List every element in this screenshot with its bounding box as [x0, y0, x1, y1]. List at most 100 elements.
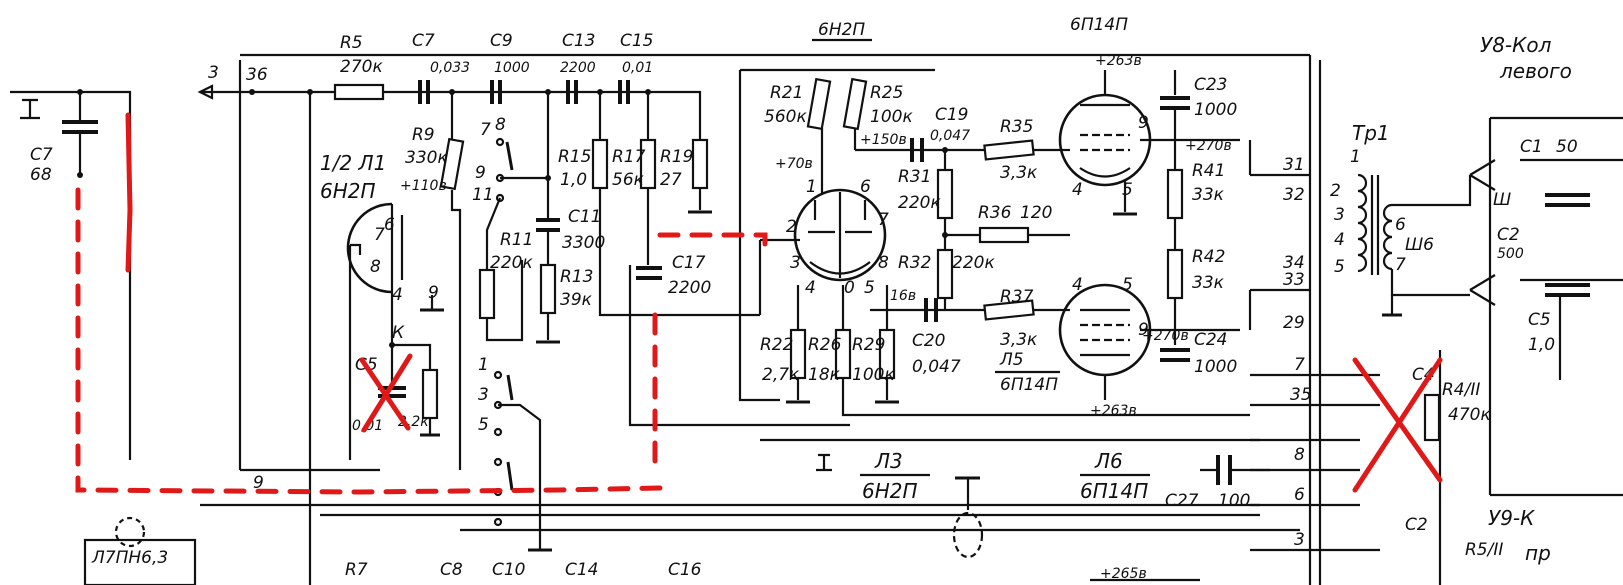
r32-resistor — [936, 248, 954, 300]
terminal-9: 9 — [253, 473, 264, 493]
r13-label: R13 — [560, 267, 593, 287]
tr1-pin5: 5 — [1334, 257, 1345, 277]
c27-label: C27 — [1165, 491, 1199, 511]
r9-voltage: +110в — [400, 178, 447, 194]
r21-value: 560к — [764, 107, 807, 127]
l6-label: Л6 — [1094, 449, 1123, 473]
r36-resistor — [978, 226, 1030, 244]
r6-resistor — [421, 368, 439, 420]
r19-value: 27 — [660, 170, 682, 190]
r9-label: R9 — [412, 125, 435, 145]
tr1-pin7: 7 — [1395, 255, 1406, 275]
r21-resistor — [806, 77, 832, 131]
r35-label: R35 — [1000, 117, 1033, 137]
l1-pin-k: К — [392, 323, 405, 343]
v-16: 16в — [890, 288, 916, 304]
tr1-label: Тр1 — [1352, 121, 1390, 145]
bottom-labels: Л7ПН6,3 R7 C8 C10 C14 C16 9 — [83, 468, 702, 585]
output-tubes: 6П14П +263в 4 5 9 Л5 6П14П 4 5 9 +263в C… — [995, 15, 1240, 419]
r35-value: 3,3к — [1000, 163, 1038, 183]
tr1-pin3: 3 — [1334, 205, 1345, 225]
speaker-connector-block: У8-Кол левого C1 50 Ш C2 500 C5 1,0 C4 R… — [1405, 33, 1623, 585]
c17-label: C17 — [672, 253, 706, 273]
r42-value: 33к — [1192, 273, 1225, 293]
l3-label: Л3 — [874, 449, 903, 473]
r36-label: R36 — [978, 203, 1012, 223]
v-263a: +263в — [1095, 53, 1142, 69]
terminal-34: 34 — [1283, 253, 1305, 273]
y9-sub-label: пр — [1525, 541, 1551, 565]
r4-resistor — [1423, 393, 1441, 442]
terminal-3b: 3 — [1294, 530, 1305, 550]
l1-stage: R9 330к +110в 1/2 Л1 6Н2П 6 7 8 4 9 К 2,… — [238, 53, 1310, 585]
c1-value: 50 — [1556, 137, 1578, 157]
l1-pin4: 4 — [392, 285, 403, 305]
r21-label: R21 — [770, 83, 803, 103]
c2r-label: C2 — [1405, 515, 1428, 535]
r13-resistor — [539, 263, 557, 315]
sw-pin3: 3 — [478, 385, 489, 405]
r26-value: 18к — [808, 365, 841, 385]
l1-type-label: 6Н2П — [320, 179, 376, 203]
terminal-6: 6 — [1294, 485, 1305, 505]
red-dashed-top-mid — [657, 232, 768, 253]
sw-pin5: 5 — [478, 415, 489, 435]
sw-pin7: 7 — [480, 120, 491, 140]
l5-pin4: 4 — [1072, 275, 1083, 295]
r42-resistor — [1166, 248, 1184, 300]
sh-label: Ш — [1493, 190, 1511, 210]
input-section: C7 68 — [10, 89, 132, 460]
r35-resistor — [983, 139, 1035, 161]
c24-value: 1000 — [1194, 357, 1237, 377]
tr1-pin1: 1 — [1350, 147, 1361, 167]
tr1-pin4: 4 — [1334, 230, 1345, 250]
tr1-secondary-coil — [1382, 203, 1393, 271]
c7-label: C7 — [30, 145, 53, 165]
c9-value: 1000 — [494, 60, 530, 76]
v-263b: +263в — [1090, 403, 1137, 419]
terminal-7: 7 — [1294, 355, 1305, 375]
r4-label: R4/II — [1442, 380, 1480, 400]
c8-label: C8 — [440, 560, 463, 580]
connector-bottom-icon — [1469, 274, 1496, 306]
r15-value: 1,0 — [560, 170, 587, 190]
r15-label: R15 — [558, 147, 591, 167]
l5-label: Л5 — [999, 350, 1024, 370]
antenna-icon — [20, 98, 40, 120]
r37-resistor — [983, 299, 1035, 321]
c14-label: C14 — [565, 560, 599, 580]
y8-label: У8-Кол — [1480, 33, 1552, 57]
r11-label: R11 — [500, 230, 533, 250]
c13-value: 2200 — [560, 60, 596, 76]
l2-stage: 6Н2П R21 560к R25 100к +150в +70в 1 6 2 … — [738, 20, 1250, 417]
red-vertical-stroke — [125, 112, 133, 273]
r32-label: R32 — [898, 253, 931, 273]
terminal-31: 31 — [1283, 155, 1305, 175]
tr1-pin6: 6 — [1395, 215, 1406, 235]
r41-label: R41 — [1192, 161, 1225, 181]
lamp-icon — [114, 516, 146, 548]
sw-pin11: 11 — [472, 185, 494, 205]
r5-value: 270к — [340, 57, 383, 77]
mid-filter-section: R15 1,0 R17 56к R19 27 C11 3300 R13 39к … — [536, 138, 850, 427]
l2-pin6: 6 — [860, 177, 871, 197]
r25-value: 100к — [870, 107, 913, 127]
l3-type-label: 6Н2П — [862, 479, 918, 503]
r5-label: R5 — [340, 33, 363, 53]
l2-pin2: 2 — [786, 217, 797, 237]
c7-value: 68 — [30, 165, 52, 185]
l2-pin8: 8 — [878, 253, 889, 273]
tr1-primary-coil — [1357, 173, 1368, 273]
r41-value: 33к — [1192, 185, 1225, 205]
r32-value: 220к — [952, 253, 995, 273]
l1-pin6: 6 — [384, 215, 395, 235]
l5-type-label: 6П14П — [1000, 375, 1058, 395]
v-265: +265в — [1100, 566, 1147, 582]
c16-label: C16 — [668, 560, 702, 580]
v-270a: +270в — [1185, 138, 1232, 154]
sw-pin8: 8 — [495, 115, 506, 135]
switch-section: 7 8 9 11 R11 220к 1 3 5 — [472, 115, 552, 552]
red-annotations — [75, 112, 1443, 495]
l1-part-label: 1/2 Л1 — [320, 151, 386, 175]
